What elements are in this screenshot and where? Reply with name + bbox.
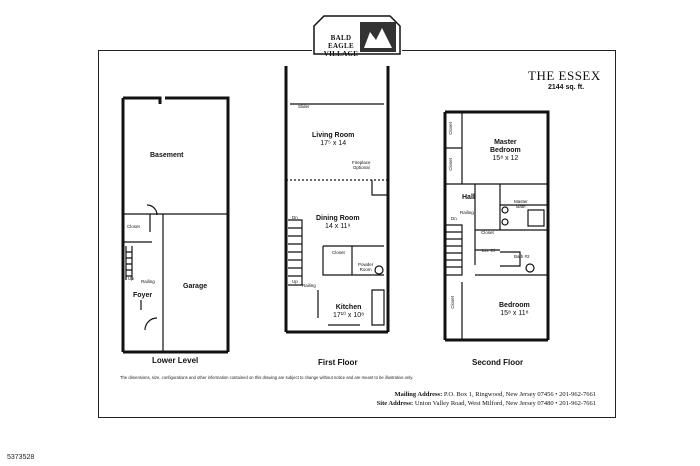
- second-closet-top-label: Closet: [448, 122, 453, 135]
- slider-label: Slider: [298, 104, 310, 109]
- first-up-label: Up: [292, 279, 298, 284]
- lower-closet-label: Closet: [127, 224, 140, 229]
- second-closet-center-label: Closet: [481, 230, 494, 235]
- logo-line3: VILLAGE: [323, 50, 359, 58]
- garage-label: Garage: [183, 283, 208, 290]
- second-dn-label: Dn: [451, 216, 457, 221]
- basement-label: Basement: [150, 152, 184, 159]
- linen-closet-label: Lin. Cl: [482, 248, 495, 253]
- logo-emblem: [313, 15, 401, 55]
- site-address: Site Address: Union Valley Road, West Mi…: [376, 400, 596, 407]
- second-closet-bottom-label: Closet: [450, 296, 455, 309]
- logo-line2: EAGLE: [327, 42, 354, 50]
- first-railing-label: Railing: [302, 283, 316, 288]
- lower-up-label: Up: [128, 276, 134, 281]
- lower-level-walls: [121, 96, 230, 354]
- address-block: Mailing Address: P.O. Box 1, Ringwood, N…: [236, 390, 596, 408]
- bald-eagle-village-logo: BALD EAGLE VILLAGE: [312, 14, 402, 64]
- lower-railing-label: Railing: [141, 279, 155, 284]
- second-floor-label: Second Floor: [472, 358, 524, 367]
- model-title: THE ESSEX: [528, 68, 601, 83]
- hall-label: Hall: [462, 194, 475, 201]
- mailing-address: Mailing Address: P.O. Box 1, Ringwood, N…: [394, 391, 597, 398]
- first-floor-label: First Floor: [318, 358, 358, 367]
- second-railing-label: Railing: [460, 210, 474, 215]
- first-dn-label: Dn: [292, 215, 298, 220]
- second-closet-mid-label: Closet: [448, 158, 453, 171]
- first-closet-label: Closet: [332, 250, 345, 255]
- square-footage: 2144 sq. ft.: [548, 84, 585, 91]
- logo-line1: BALD: [330, 34, 352, 42]
- first-floor-walls: [284, 66, 390, 334]
- bath-2-label: Bath #2: [514, 254, 530, 259]
- disclaimer-text: The dimensions, size, configurations and…: [120, 375, 414, 380]
- foyer-label: Foyer: [133, 292, 153, 299]
- lower-level-label: Lower Level: [152, 356, 199, 365]
- mls-number: 5373528: [7, 454, 35, 461]
